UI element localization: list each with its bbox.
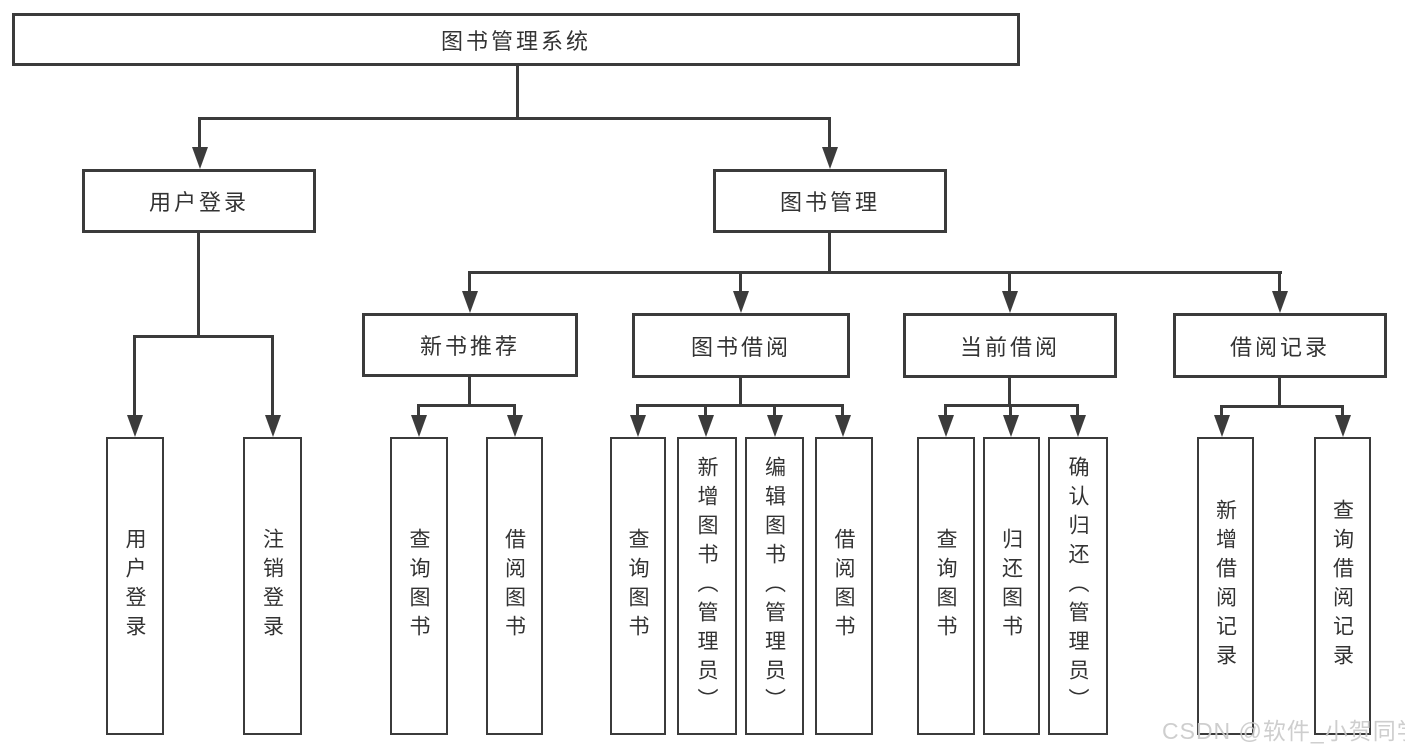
node-current-borrowing: 当前借阅 bbox=[903, 313, 1117, 378]
v-line bbox=[841, 404, 844, 418]
node-label: 图书管理 bbox=[779, 190, 880, 215]
arrowhead-down bbox=[127, 415, 143, 437]
arrowhead-down bbox=[1070, 415, 1086, 437]
leaf-borrow-books-borrowing: 借阅图书 bbox=[815, 437, 873, 735]
leaf-label: 注销登录 bbox=[260, 528, 285, 644]
leaf-query-books-borrowing: 查询图书 bbox=[610, 437, 666, 735]
h-line bbox=[198, 117, 831, 120]
leaf-label: 借阅图书 bbox=[832, 528, 856, 644]
leaf-query-books-recommend: 查询图书 bbox=[390, 437, 448, 735]
leaf-query-books-current: 查询图书 bbox=[917, 437, 975, 735]
node-label: 图书管理系统 bbox=[440, 28, 591, 54]
v-line bbox=[739, 378, 742, 406]
v-line bbox=[1278, 271, 1281, 294]
leaf-borrow-books-recommend: 借阅图书 bbox=[486, 437, 543, 735]
arrowhead-down bbox=[698, 415, 714, 437]
leaf-label: 确认归还（管理员） bbox=[1066, 455, 1090, 717]
leaf-logout: 注销登录 bbox=[243, 437, 302, 735]
arrowhead-down bbox=[835, 415, 851, 437]
v-line bbox=[773, 404, 776, 418]
v-line bbox=[739, 271, 742, 294]
leaf-edit-book-admin: 编辑图书（管理员） bbox=[745, 437, 804, 735]
v-line bbox=[468, 377, 471, 407]
v-line bbox=[1008, 271, 1011, 294]
v-line bbox=[828, 233, 831, 273]
leaf-label: 查询借阅记录 bbox=[1330, 499, 1355, 673]
leaf-label: 查询图书 bbox=[626, 528, 650, 644]
leaf-label: 查询图书 bbox=[407, 528, 431, 644]
arrowhead-down bbox=[507, 415, 523, 437]
v-line bbox=[417, 404, 420, 418]
h-line bbox=[1221, 405, 1344, 408]
arrowhead-down bbox=[733, 291, 749, 313]
leaf-label: 新增图书（管理员） bbox=[695, 455, 719, 717]
node-library-system-root: 图书管理系统 bbox=[12, 13, 1020, 66]
h-line bbox=[636, 404, 844, 407]
arrowhead-down bbox=[192, 147, 208, 169]
arrowhead-down bbox=[938, 415, 954, 437]
arrowhead-down bbox=[1214, 415, 1230, 437]
v-line bbox=[944, 404, 947, 418]
node-label: 新书推荐 bbox=[419, 334, 520, 359]
arrowhead-down bbox=[822, 147, 838, 169]
leaf-label: 编辑图书（管理员） bbox=[762, 455, 787, 717]
leaf-return-book: 归还图书 bbox=[983, 437, 1040, 735]
arrowhead-down bbox=[411, 415, 427, 437]
arrowhead-down bbox=[1003, 415, 1019, 437]
h-line bbox=[945, 404, 1079, 407]
leaf-user-login: 用户登录 bbox=[106, 437, 164, 735]
leaf-add-book-admin: 新增图书（管理员） bbox=[677, 437, 737, 735]
node-label: 图书借阅 bbox=[690, 334, 791, 360]
leaf-label: 归还图书 bbox=[999, 528, 1024, 644]
leaf-label: 新增借阅记录 bbox=[1213, 499, 1238, 673]
arrowhead-down bbox=[1272, 291, 1288, 313]
v-line bbox=[1009, 404, 1012, 418]
v-line bbox=[468, 271, 471, 294]
node-user-login: 用户登录 bbox=[82, 169, 316, 233]
h-line bbox=[133, 335, 274, 338]
v-line bbox=[516, 66, 519, 119]
node-new-book-recommend: 新书推荐 bbox=[362, 313, 578, 377]
v-line bbox=[1220, 405, 1223, 418]
v-line bbox=[1008, 378, 1011, 406]
v-line bbox=[271, 335, 274, 418]
leaf-add-borrow-record: 新增借阅记录 bbox=[1197, 437, 1254, 735]
v-line bbox=[1076, 404, 1079, 418]
v-line bbox=[1278, 378, 1281, 407]
h-line bbox=[418, 404, 516, 407]
arrowhead-down bbox=[1335, 415, 1351, 437]
arrowhead-down bbox=[1002, 291, 1018, 313]
v-line bbox=[513, 404, 516, 418]
node-label: 用户登录 bbox=[148, 190, 249, 215]
v-line bbox=[828, 117, 831, 150]
leaf-confirm-return-admin: 确认归还（管理员） bbox=[1048, 437, 1108, 735]
node-book-management: 图书管理 bbox=[713, 169, 947, 233]
v-line bbox=[198, 117, 201, 150]
v-line bbox=[704, 404, 707, 418]
csdn-watermark: CSDN @软件_小贺同学 bbox=[1162, 718, 1405, 744]
v-line bbox=[636, 404, 639, 418]
leaf-query-borrow-record: 查询借阅记录 bbox=[1314, 437, 1371, 735]
leaf-label: 借阅图书 bbox=[502, 528, 527, 644]
arrowhead-down bbox=[630, 415, 646, 437]
node-label: 当前借阅 bbox=[959, 334, 1060, 360]
node-book-borrowing: 图书借阅 bbox=[632, 313, 850, 378]
v-line bbox=[133, 335, 136, 418]
h-line bbox=[468, 271, 1282, 274]
leaf-label: 用户登录 bbox=[123, 528, 147, 644]
v-line bbox=[197, 233, 200, 337]
arrowhead-down bbox=[767, 415, 783, 437]
v-line bbox=[1341, 405, 1344, 418]
arrowhead-down bbox=[462, 291, 478, 313]
arrowhead-down bbox=[265, 415, 281, 437]
leaf-label: 查询图书 bbox=[934, 528, 958, 644]
node-borrowing-records: 借阅记录 bbox=[1173, 313, 1387, 378]
node-label: 借阅记录 bbox=[1229, 334, 1330, 360]
